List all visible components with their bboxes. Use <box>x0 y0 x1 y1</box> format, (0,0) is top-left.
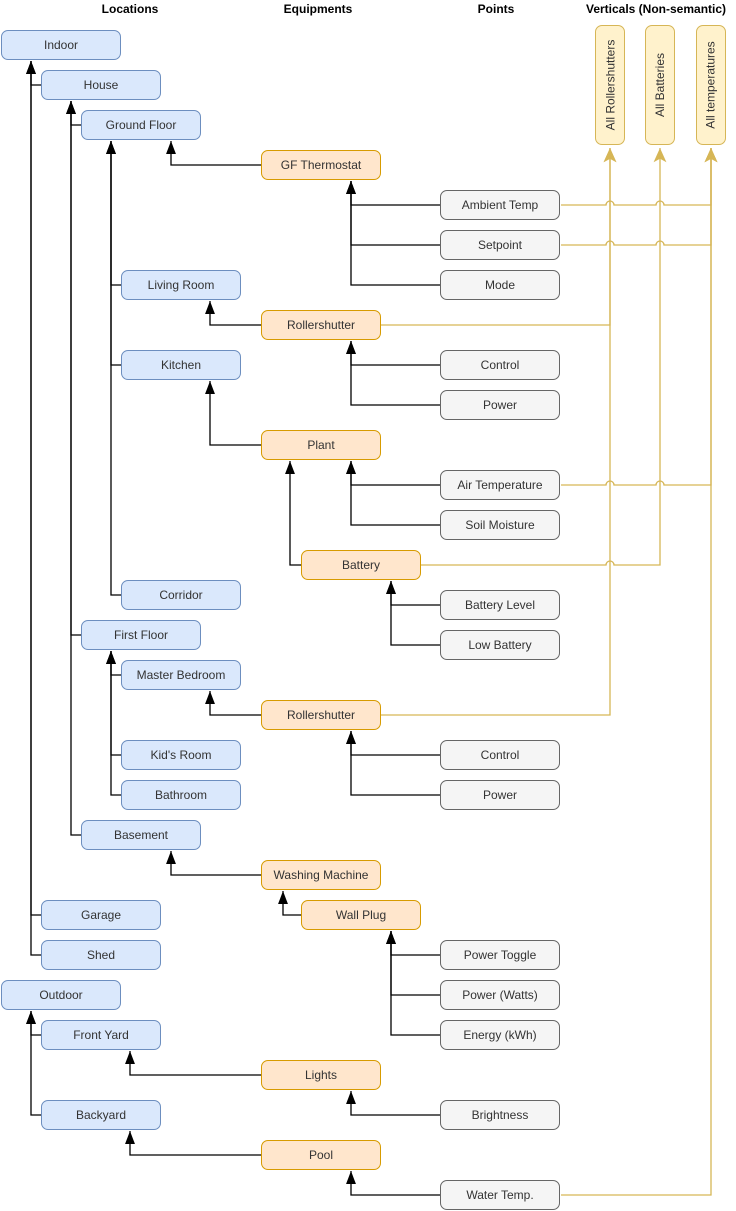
node-house: House <box>41 70 161 100</box>
edge-house-indoor <box>26 61 41 86</box>
header-equipments: Equipments <box>283 2 353 16</box>
edge-rollershutter-mb-master-bedroom <box>205 691 261 716</box>
node-corridor: Corridor <box>121 580 241 610</box>
node-plant: Plant <box>261 430 381 460</box>
edge-living-room-ground-floor <box>106 141 121 286</box>
edge-kitchen-ground-floor <box>106 141 121 366</box>
vertical-label: All temperatures <box>704 41 718 129</box>
node-front-yard: Front Yard <box>41 1020 161 1050</box>
node-setpoint: Setpoint <box>440 230 560 260</box>
node-power-watts: Power (Watts) <box>440 980 560 1010</box>
node-living-room: Living Room <box>121 270 241 300</box>
node-ambient-temp: Ambient Temp <box>440 190 560 220</box>
node-bathroom: Bathroom <box>121 780 241 810</box>
edge-first-floor-house <box>66 101 81 636</box>
edge-master-bedroom-first-floor <box>106 651 121 676</box>
edge-battery-plant <box>285 461 301 566</box>
node-backyard: Backyard <box>41 1100 161 1130</box>
node-all-temperatures: All temperatures <box>696 25 726 145</box>
node-shed: Shed <box>41 940 161 970</box>
edge-corridor-ground-floor <box>106 141 121 596</box>
edge-brightness-lights <box>346 1091 440 1116</box>
node-gf-thermostat: GF Thermostat <box>261 150 381 180</box>
node-outdoor: Outdoor <box>1 980 121 1010</box>
edge-pool-backyard <box>125 1131 261 1156</box>
edge-kids-room-first-floor <box>106 651 121 756</box>
edge-water-temp-pool <box>346 1171 440 1196</box>
node-kids-room: Kid's Room <box>121 740 241 770</box>
edge-garage-indoor <box>26 61 41 916</box>
node-battery-level: Battery Level <box>440 590 560 620</box>
node-control-mb: Control <box>440 740 560 770</box>
node-garage: Garage <box>41 900 161 930</box>
edge-power-toggle-wall-plug <box>386 931 440 956</box>
node-all-rollershutters: All Rollershutters <box>595 25 625 145</box>
edge-energy-kwh-wall-plug <box>386 931 440 1036</box>
node-brightness: Brightness <box>440 1100 560 1130</box>
edge-plant-kitchen <box>205 381 261 446</box>
edge-battery-level-battery <box>386 581 440 606</box>
node-lights: Lights <box>261 1060 381 1090</box>
edge-setpoint-gf-thermostat <box>346 181 440 246</box>
header-points: Points <box>477 2 515 16</box>
edge-power-watts-wall-plug <box>386 931 440 996</box>
node-air-temperature: Air Temperature <box>440 470 560 500</box>
header-locations: Locations <box>101 2 159 16</box>
edge-low-battery-battery <box>386 581 440 646</box>
node-basement: Basement <box>81 820 201 850</box>
header-verticals: Verticals (Non-semantic) <box>585 2 727 16</box>
node-washing-machine: Washing Machine <box>261 860 381 890</box>
edge-air-temperature-plant <box>346 461 440 486</box>
edge-control-mb-rollershutter-mb <box>346 731 440 756</box>
edge-mode-gf-thermostat <box>346 181 440 286</box>
node-mode: Mode <box>440 270 560 300</box>
node-power-toggle: Power Toggle <box>440 940 560 970</box>
vertical-label: All Batteries <box>653 52 667 118</box>
edge-air-temperature-all-temperatures <box>561 148 718 486</box>
node-master-bedroom: Master Bedroom <box>121 660 241 690</box>
node-power-mb: Power <box>440 780 560 810</box>
edge-setpoint-all-temperatures <box>561 148 718 246</box>
edge-power-mb-rollershutter-mb <box>346 731 440 796</box>
vertical-label: All Rollershutters <box>603 39 618 131</box>
node-control-gf: Control <box>440 350 560 380</box>
node-battery: Battery <box>301 550 421 580</box>
edge-gf-thermostat-ground-floor <box>166 141 261 166</box>
node-all-batteries: All Batteries <box>645 25 675 145</box>
edge-bathroom-first-floor <box>106 651 121 796</box>
edge-ambient-temp-gf-thermostat <box>346 181 440 206</box>
node-energy-kwh: Energy (kWh) <box>440 1020 560 1050</box>
edge-control-gf-rollershutter-gf <box>346 341 440 366</box>
edge-power-gf-rollershutter-gf <box>346 341 440 406</box>
edge-water-temp-all-temperatures <box>561 148 718 1196</box>
node-first-floor: First Floor <box>81 620 201 650</box>
edge-wall-plug-washing-machine <box>278 891 301 916</box>
node-power-gf: Power <box>440 390 560 420</box>
node-rollershutter-mb: Rollershutter <box>261 700 381 730</box>
edge-battery-all-batteries <box>421 148 667 566</box>
edge-basement-house <box>66 101 81 836</box>
edge-rollershutter-gf-living-room <box>205 301 261 326</box>
node-soil-moisture: Soil Moisture <box>440 510 560 540</box>
node-pool: Pool <box>261 1140 381 1170</box>
edge-soil-moisture-plant <box>346 461 440 526</box>
edge-shed-indoor <box>26 61 41 956</box>
edge-ambient-temp-all-temperatures <box>561 148 718 206</box>
edge-lights-front-yard <box>125 1051 261 1076</box>
edge-rollershutter-mb-all-rollershutters <box>381 148 617 716</box>
node-water-temp: Water Temp. <box>440 1180 560 1210</box>
edge-backyard-outdoor <box>26 1011 41 1116</box>
edge-front-yard-outdoor <box>26 1011 41 1036</box>
node-wall-plug: Wall Plug <box>301 900 421 930</box>
edge-washing-machine-basement <box>166 851 261 876</box>
node-indoor: Indoor <box>1 30 121 60</box>
node-kitchen: Kitchen <box>121 350 241 380</box>
node-low-battery: Low Battery <box>440 630 560 660</box>
node-ground-floor: Ground Floor <box>81 110 201 140</box>
edge-ground-floor-house <box>66 101 81 126</box>
node-rollershutter-gf: Rollershutter <box>261 310 381 340</box>
